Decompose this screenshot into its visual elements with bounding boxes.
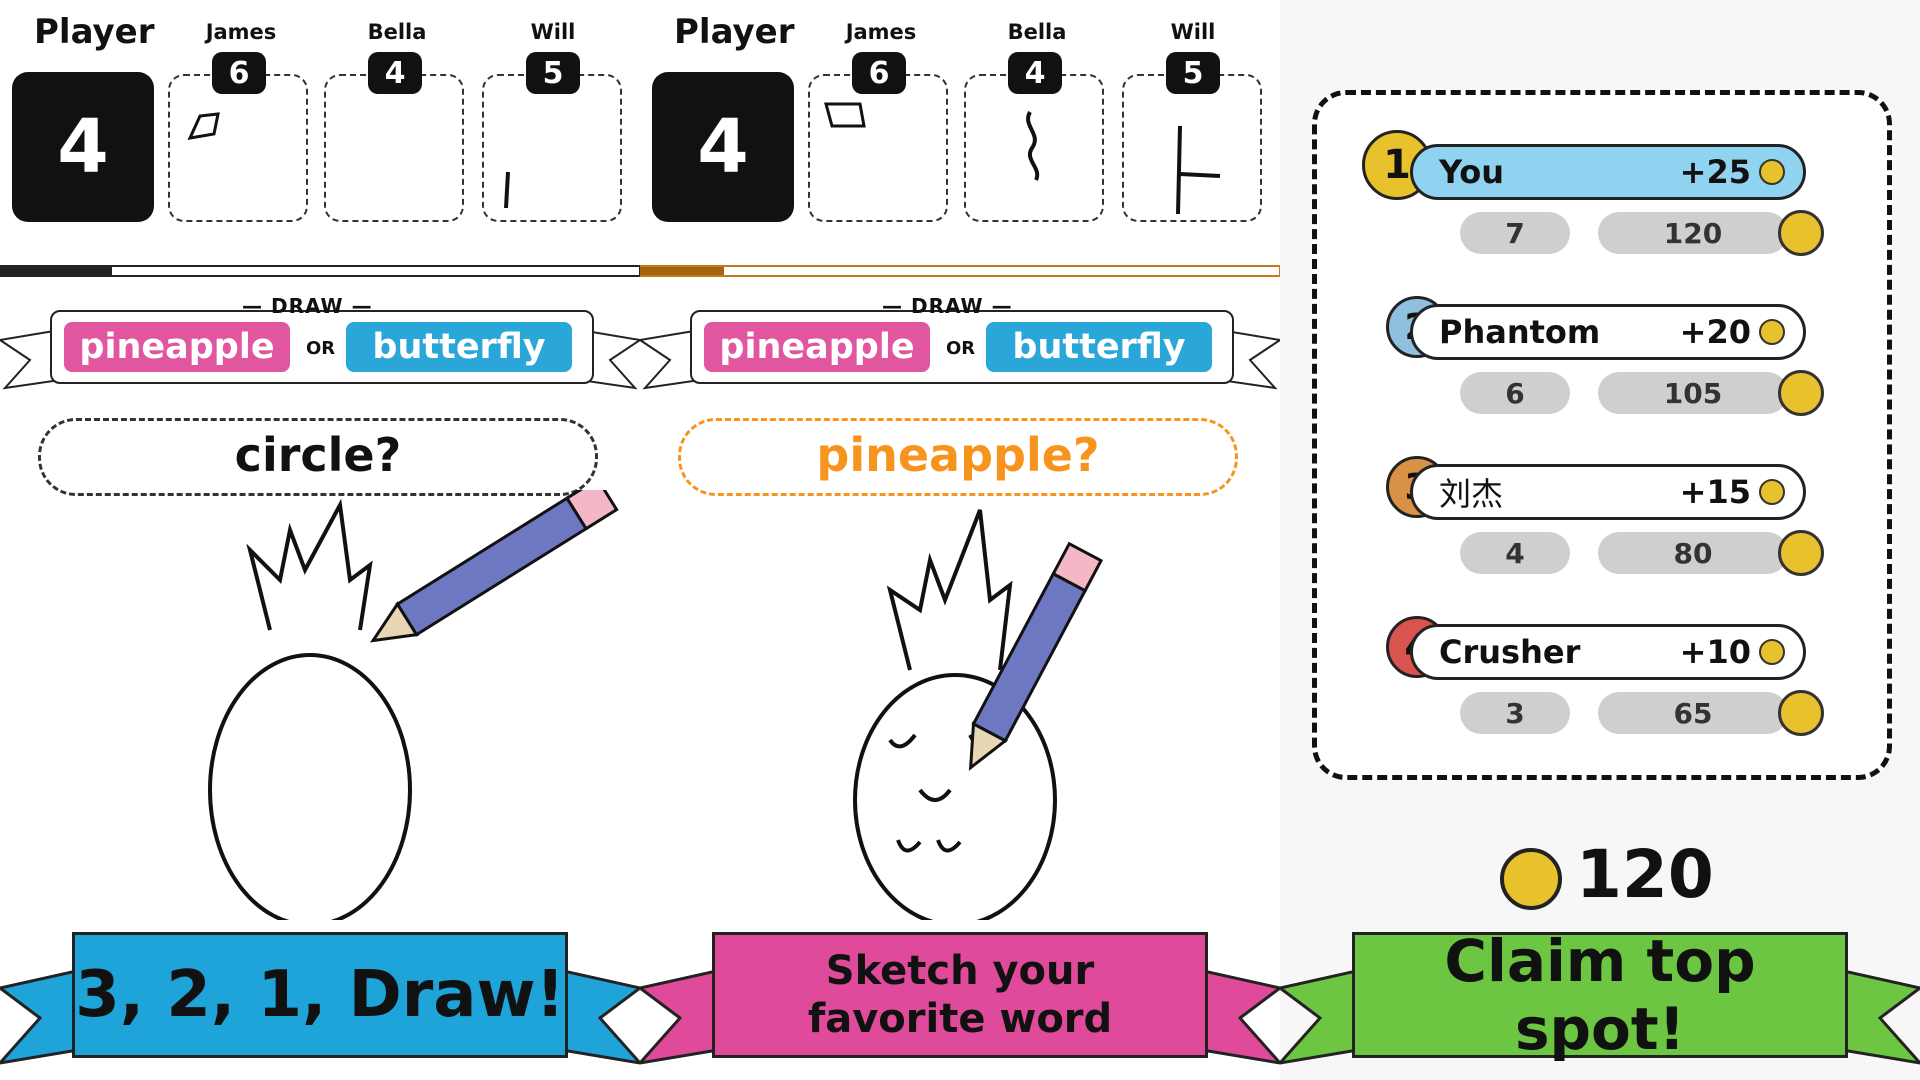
james-score-badge: 6 (852, 52, 906, 94)
draw-label: — DRAW — (882, 294, 1013, 318)
word-option-2[interactable]: butterfly (986, 322, 1212, 372)
stat-coins: 65 (1598, 692, 1788, 734)
pencil-icon (369, 490, 619, 643)
guess-text: circle? (234, 428, 402, 482)
banner-tail-right (1190, 968, 1280, 1065)
banner-tail-right (550, 968, 640, 1065)
bella-label: Bella (1007, 20, 1067, 44)
drawing-canvas[interactable] (180, 490, 640, 920)
coin-icon (1759, 639, 1785, 665)
leaderboard-row-4: Crusher +10 (1410, 624, 1806, 680)
points-delta: +20 (1679, 313, 1751, 351)
ribbon-tail-left (0, 330, 60, 390)
james-label: James (845, 20, 917, 44)
stat-coins: 80 (1598, 532, 1788, 574)
leaderboard-row-2: Phantom +20 (1410, 304, 1806, 360)
leaderboard-row-1: You +25 (1410, 144, 1806, 200)
bella-score-badge: 4 (1008, 52, 1062, 94)
coin-icon (1778, 210, 1824, 256)
game-panel-2: Player James Bella Will 4 6 4 5 — DRAW —… (640, 0, 1280, 1080)
james-canvas-thumb (808, 74, 948, 222)
points-delta: +10 (1679, 633, 1751, 671)
banner-tail-left (640, 968, 730, 1065)
points-delta: +15 (1679, 473, 1751, 511)
coin-icon (1778, 690, 1824, 736)
will-sketch (504, 171, 510, 209)
promo-banner: Sketch your favorite word (712, 932, 1208, 1058)
word-option-1[interactable]: pineapple (704, 322, 930, 372)
will-label: Will (530, 20, 576, 44)
total-coins: 120 (1576, 836, 1714, 913)
bella-label: Bella (367, 20, 427, 44)
player-label: Player (34, 12, 155, 52)
will-score-badge: 5 (526, 52, 580, 94)
guess-bubble (38, 418, 598, 496)
word-option-1[interactable]: pineapple (64, 322, 290, 372)
or-label: OR (306, 338, 336, 359)
points-delta: +25 (1679, 153, 1751, 191)
total-coin-icon (1500, 848, 1562, 910)
coin-icon (1778, 370, 1824, 416)
player-name: 刘杰 (1439, 475, 1504, 513)
pineapple-leaves-sketch (886, 509, 1013, 671)
draw-label: — DRAW — (242, 294, 373, 318)
will-label: Will (1170, 20, 1216, 44)
james-sketch (187, 112, 220, 140)
will-canvas-thumb (1122, 74, 1262, 222)
stat-rounds: 4 (1460, 532, 1570, 574)
will-sketch (1176, 125, 1221, 215)
bella-sketch (1026, 111, 1040, 181)
coin-icon (1759, 479, 1785, 505)
stat-coins: 120 (1598, 212, 1788, 254)
james-label: James (205, 20, 277, 44)
banner-tail-right (1830, 968, 1920, 1065)
james-canvas-thumb (168, 74, 308, 222)
will-score-badge: 5 (1166, 52, 1220, 94)
stat-rounds: 3 (1460, 692, 1570, 734)
player-score-box: 4 (652, 72, 794, 222)
stat-rounds: 7 (1460, 212, 1570, 254)
game-panel-1: Player James Bella Will 4 6 4 5 — DRAW —… (0, 0, 640, 1080)
player-name: Crusher (1439, 633, 1581, 671)
bella-score-badge: 4 (368, 52, 422, 94)
james-score-badge: 6 (212, 52, 266, 94)
promo-banner: Claim top spot! (1352, 927, 1848, 1063)
player-score-box: 4 (12, 72, 154, 222)
promo-banner: 3, 2, 1, Draw! (72, 932, 568, 1058)
pencil-icon (968, 541, 1104, 771)
guess-text: pineapple? (816, 428, 1100, 482)
drawing-canvas[interactable] (820, 490, 1280, 920)
or-label: OR (946, 338, 976, 359)
coin-icon (1759, 159, 1785, 185)
timer-bar (640, 265, 1280, 277)
leaderboard-row-3: 刘杰 +15 (1410, 464, 1806, 520)
pineapple-body-sketch (853, 673, 1057, 920)
pineapple-body-sketch (208, 653, 412, 920)
player-name: You (1439, 153, 1504, 191)
bella-canvas-thumb (964, 74, 1104, 222)
will-canvas-thumb (482, 74, 622, 222)
coin-icon (1759, 319, 1785, 345)
ribbon-tail-right (580, 330, 640, 390)
pineapple-leaves-sketch (246, 498, 373, 631)
ribbon-tail-left (640, 330, 700, 390)
timer-bar (0, 265, 640, 277)
word-option-2[interactable]: butterfly (346, 322, 572, 372)
stat-rounds: 6 (1460, 372, 1570, 414)
player-name: Phantom (1439, 313, 1601, 351)
ribbon-tail-right (1220, 330, 1280, 390)
banner-tail-left (1280, 968, 1370, 1065)
guess-bubble (678, 418, 1238, 496)
leaderboard-panel: 1 You +25 7 120 2 Phantom +20 6 105 3 刘杰… (1280, 0, 1920, 1080)
coin-icon (1778, 530, 1824, 576)
player-label: Player (674, 12, 795, 52)
james-sketch (824, 102, 866, 128)
stat-coins: 105 (1598, 372, 1788, 414)
banner-tail-left (0, 968, 90, 1065)
bella-canvas-thumb (324, 74, 464, 222)
